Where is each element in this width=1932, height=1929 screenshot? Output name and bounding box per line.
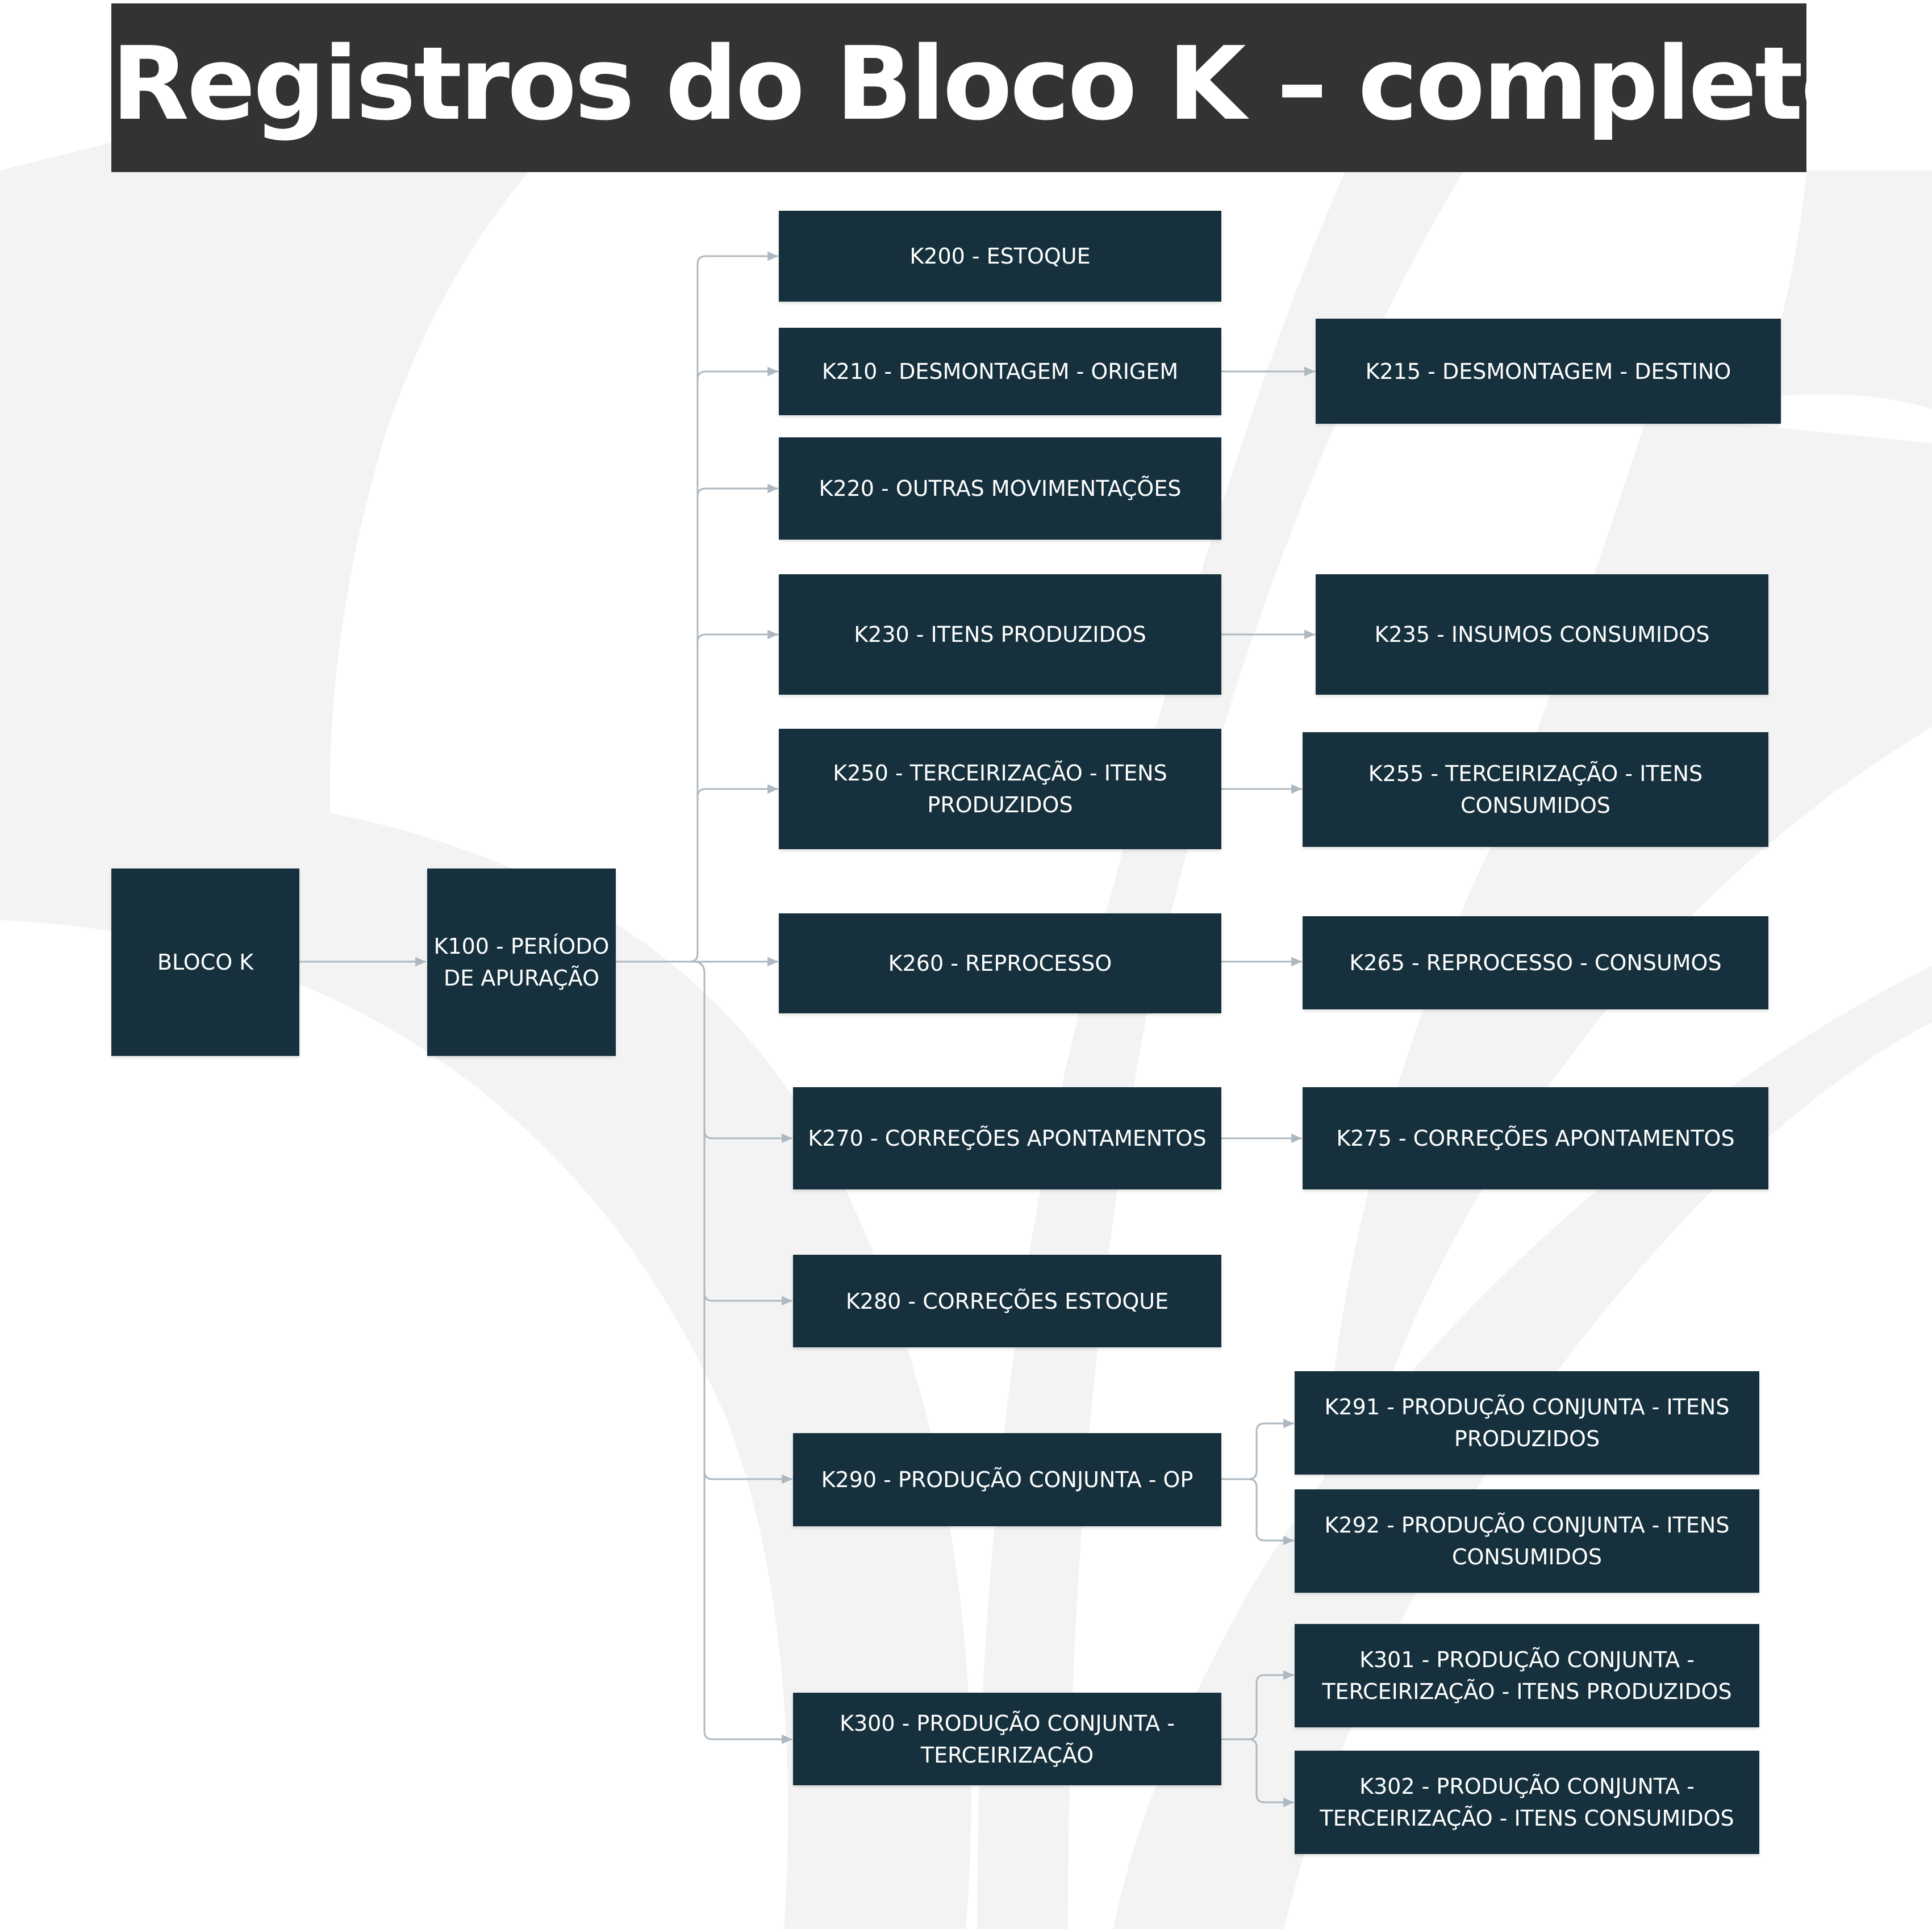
- node-k200: K200 - ESTOQUE: [779, 211, 1221, 302]
- edge-k100-k280: [703, 1130, 792, 1306]
- node-label: BLOCO K: [157, 950, 254, 975]
- node-k265: K265 - REPROCESSO - CONSUMOS: [1303, 916, 1768, 1009]
- node-label: K200 - ESTOQUE: [909, 244, 1091, 269]
- edge-k100-k290: [703, 1293, 792, 1484]
- node-k260: K260 - REPROCESSO: [779, 913, 1221, 1013]
- node-label: K301 - PRODUÇÃO CONJUNTA - TERCEIRIZAÇÃO…: [1322, 1647, 1732, 1704]
- edge-k100-k300: [703, 1471, 792, 1744]
- watermark-right-band: [1322, 415, 1932, 1590]
- node-k230: K230 - ITENS PRODUZIDOS: [779, 574, 1221, 695]
- node-label: K265 - REPROCESSO - CONSUMOS: [1349, 950, 1722, 975]
- node-k275: K275 - CORREÇÕES APONTAMENTOS: [1303, 1087, 1768, 1189]
- page-title: Registros do Bloco K – completo: [111, 25, 1870, 143]
- node-k301: K301 - PRODUÇÃO CONJUNTA - TERCEIRIZAÇÃO…: [1295, 1624, 1759, 1727]
- node-label: K302 - PRODUÇÃO CONJUNTA - TERCEIRIZAÇÃO…: [1320, 1774, 1734, 1831]
- node-label: K270 - CORREÇÕES APONTAMENTOS: [808, 1126, 1207, 1151]
- node-label: K235 - INSUMOS CONSUMIDOS: [1374, 622, 1710, 647]
- node-k302: K302 - PRODUÇÃO CONJUNTA - TERCEIRIZAÇÃO…: [1295, 1751, 1759, 1854]
- node-label: K291 - PRODUÇÃO CONJUNTA - ITENS PRODUZI…: [1324, 1394, 1730, 1451]
- node-k250: K250 - TERCEIRIZAÇÃO - ITENS PRODUZIDOS: [779, 729, 1221, 849]
- watermark-left-wing: [0, 91, 602, 977]
- node-k215: K215 - DESMONTAGEM - DESTINO: [1316, 319, 1781, 424]
- edge-k100-k230: [696, 629, 778, 643]
- edge-k100-k210: [696, 366, 778, 380]
- node-label: K250 - TERCEIRIZAÇÃO - ITENS PRODUZIDOS: [833, 761, 1167, 817]
- node-label: K260 - REPROCESSO: [888, 951, 1112, 976]
- title-bar: Registros do Bloco K – completo: [111, 3, 1870, 172]
- node-label: K300 - PRODUÇÃO CONJUNTA - TERCEIRIZAÇÃO: [840, 1710, 1175, 1768]
- edge-k100-k220: [696, 483, 778, 497]
- node-k270: K270 - CORREÇÕES APONTAMENTOS: [793, 1087, 1221, 1189]
- watermark-lower-swoosh: [0, 784, 971, 1929]
- watermark-top-right: [1761, 170, 1932, 409]
- edge-k100-k250: [696, 784, 778, 798]
- node-k290: K290 - PRODUÇÃO CONJUNTA - OP: [793, 1433, 1221, 1526]
- node-label: K290 - PRODUÇÃO CONJUNTA - OP: [821, 1467, 1194, 1492]
- node-label: K255 - TERCEIRIZAÇÃO - ITENS CONSUMIDOS: [1368, 761, 1703, 818]
- node-k291: K291 - PRODUÇÃO CONJUNTA - ITENS PRODUZI…: [1295, 1371, 1759, 1475]
- node-label: K275 - CORREÇÕES APONTAMENTOS: [1336, 1126, 1735, 1151]
- node-label: K100 - PERÍODO DE APURAÇÃO: [433, 934, 610, 991]
- node-label: K215 - DESMONTAGEM - DESTINO: [1365, 358, 1731, 384]
- node-label: K280 - CORREÇÕES ESTOQUE: [845, 1288, 1169, 1314]
- edge-k300-k301: [1221, 1670, 1294, 1740]
- node-label: K220 - OUTRAS MOVIMENTAÇÕES: [819, 476, 1182, 501]
- node-k100: K100 - PERÍODO DE APURAÇÃO: [427, 869, 616, 1056]
- node-k300: K300 - PRODUÇÃO CONJUNTA - TERCEIRIZAÇÃO: [793, 1693, 1221, 1785]
- node-k255: K255 - TERCEIRIZAÇÃO - ITENS CONSUMIDOS: [1303, 732, 1768, 847]
- node-k210: K210 - DESMONTAGEM - ORIGEM: [779, 328, 1221, 415]
- edge-k100-k200: [616, 251, 778, 963]
- node-k280: K280 - CORREÇÕES ESTOQUE: [793, 1255, 1221, 1347]
- node-k292: K292 - PRODUÇÃO CONJUNTA - ITENS CONSUMI…: [1295, 1489, 1759, 1593]
- edge-k300-k302: [1248, 1738, 1294, 1807]
- edge-k100-k270: [692, 961, 792, 1143]
- edge-k290-k291: [1221, 1418, 1294, 1480]
- edge-k290-k292: [1248, 1478, 1294, 1546]
- node-bloco-k: BLOCO K: [111, 869, 299, 1056]
- node-k220: K220 - OUTRAS MOVIMENTAÇÕES: [779, 437, 1221, 540]
- node-label: K230 - ITENS PRODUZIDOS: [854, 622, 1146, 647]
- node-label: K292 - PRODUÇÃO CONJUNTA - ITENS CONSUMI…: [1324, 1513, 1730, 1569]
- node-label: K210 - DESMONTAGEM - ORIGEM: [821, 359, 1179, 384]
- node-k235: K235 - INSUMOS CONSUMIDOS: [1316, 574, 1768, 695]
